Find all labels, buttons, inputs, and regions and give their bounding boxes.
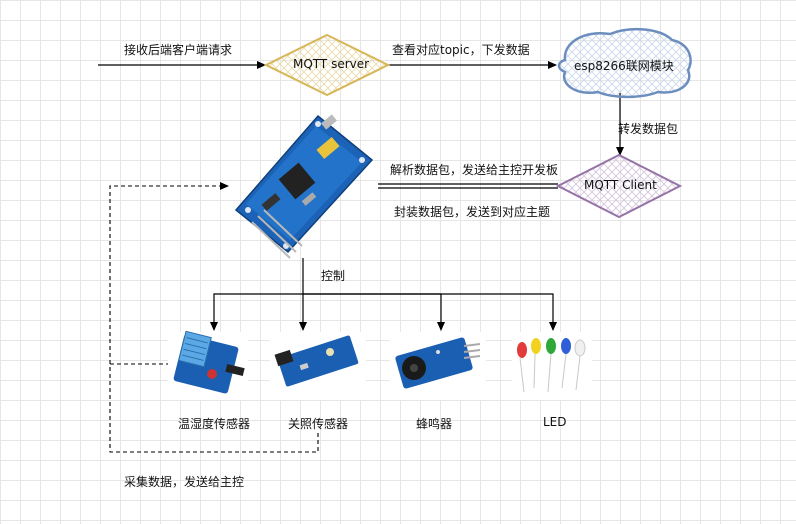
view-topic-label: 查看对应topic，下发数据 — [392, 43, 530, 57]
mqtt-client-label: MQTT Client — [584, 178, 657, 192]
esp8266-label: esp8266联网模块 — [574, 59, 674, 73]
temp-humidity-label: 温湿度传感器 — [178, 417, 251, 431]
led-image — [512, 332, 592, 400]
light-sensor-image — [270, 332, 366, 400]
forward-packet-label: 转发数据包 — [618, 122, 679, 136]
mqtt-server-node — [263, 33, 391, 97]
edge-control-branch-led — [303, 293, 557, 331]
buzzer-label: 蜂鸣器 — [416, 417, 453, 431]
light-sensor-label: 关照传感器 — [288, 417, 349, 431]
receive-request-label: 接收后端客户端请求 — [124, 43, 233, 57]
buzzer-image — [390, 332, 486, 400]
pack-packet-label: 封装数据包，发送到对应主题 — [394, 205, 551, 219]
temp-humidity-sensor-image — [168, 330, 248, 400]
mqtt-client-node — [555, 153, 683, 219]
collect-data-label: 采集数据，发送给主控 — [124, 475, 245, 489]
parse-packet-label: 解析数据包，发送给主控开发板 — [390, 163, 559, 177]
stm32-board-image — [234, 114, 374, 259]
control-label: 控制 — [321, 269, 346, 283]
edge-control-branch-buzzer — [303, 293, 445, 331]
edge-control-branch-left — [210, 293, 303, 331]
mqtt-server-label: MQTT server — [293, 57, 370, 71]
esp8266-node — [557, 28, 692, 99]
edge-collect-data-dashed — [109, 182, 319, 453]
led-label: LED — [543, 415, 567, 429]
